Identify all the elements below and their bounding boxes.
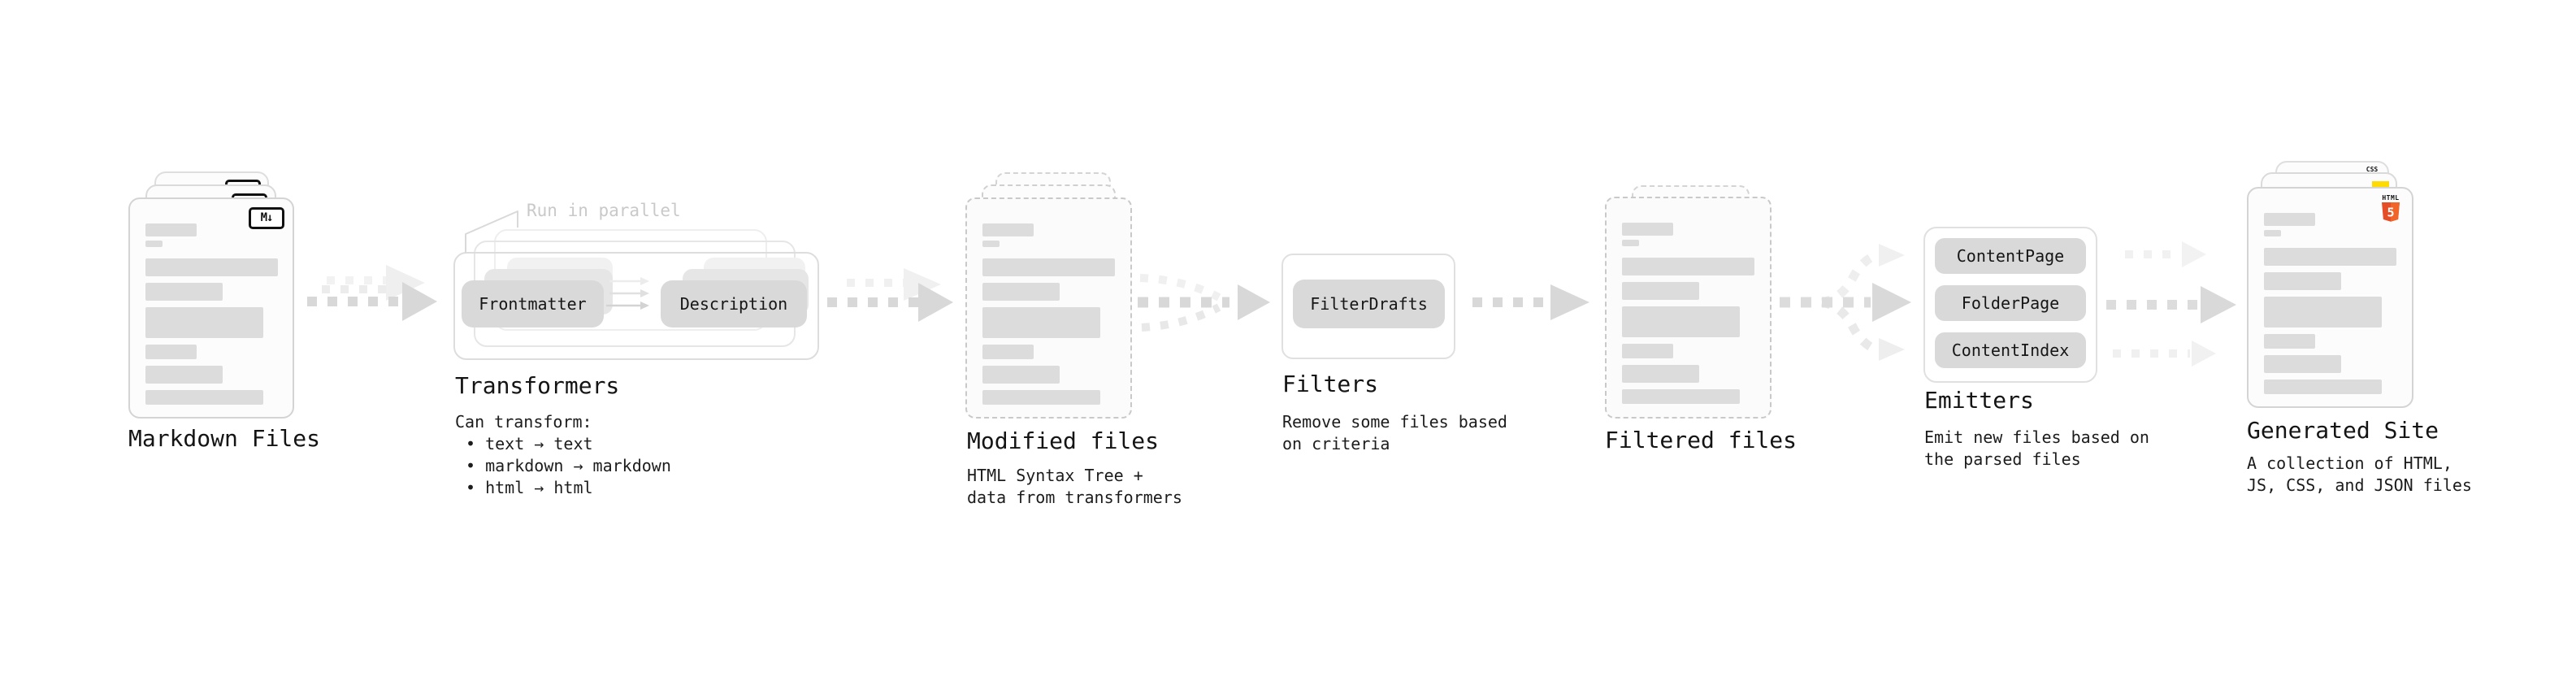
- frontmatter-box: Frontmatter: [462, 280, 604, 327]
- text-line-bar: [1622, 344, 1673, 358]
- arrow-emitters-to-generated-icon: [2106, 241, 2236, 367]
- document-text-lines: [982, 223, 1115, 405]
- stage-label-modified-files: Modified files: [967, 427, 1160, 454]
- text-line-bar: [2264, 230, 2281, 236]
- stage-label-markdown-files: Markdown Files: [128, 425, 321, 452]
- text-line-bar: [1622, 365, 1699, 383]
- emitters-description: Emit new files based on the parsed files: [1924, 427, 2149, 469]
- transform-step-arrows-icon: [606, 277, 649, 310]
- transformers-desc-title: Can transform:: [455, 412, 592, 432]
- text-line-bar: [1622, 258, 1754, 275]
- document-text-lines: [1622, 223, 1754, 404]
- transformers-bullet: • markdown → markdown: [466, 456, 671, 475]
- transformers-frame-front: [453, 252, 819, 360]
- html5-icon: HTML 5: [2380, 194, 2401, 223]
- text-line-bar: [2264, 380, 2382, 394]
- text-line-bar: [2264, 213, 2315, 226]
- stage-label-filters: Filters: [1282, 371, 1379, 397]
- generated-file-html: HTML 5: [2247, 187, 2413, 408]
- arrow-markdown-to-transformers-icon: [307, 265, 437, 321]
- transformers-bullet: • text → text: [466, 434, 593, 453]
- text-line-bar: [145, 223, 197, 236]
- text-line-bar: [982, 283, 1060, 301]
- transformers-bullet: • html → html: [466, 478, 593, 497]
- text-line-bar: [1622, 306, 1740, 337]
- text-line-bar: [982, 223, 1034, 236]
- arrow-filtered-to-emitters-icon: [1780, 244, 1911, 361]
- text-line-bar: [982, 307, 1100, 338]
- run-in-parallel-label: Run in parallel: [527, 201, 681, 220]
- arrow-modified-to-filters-icon: [1138, 274, 1270, 332]
- text-line-bar: [145, 283, 223, 301]
- markdown-file-front: M↓: [128, 197, 294, 419]
- modified-files-description: HTML Syntax Tree + data from transformer…: [967, 466, 1182, 507]
- run-in-parallel-callout-line: [465, 210, 518, 254]
- text-line-bar: [145, 241, 163, 247]
- text-line-bar: [145, 307, 263, 338]
- arrow-transformers-to-modified-icon: [827, 268, 953, 322]
- text-line-bar: [1622, 223, 1673, 236]
- text-line-bar: [145, 345, 197, 359]
- modified-file-front: [965, 197, 1132, 419]
- text-line-bar: [145, 390, 263, 405]
- text-line-bar: [982, 345, 1034, 359]
- text-line-bar: [982, 390, 1100, 405]
- description-box: Description: [661, 280, 807, 327]
- text-line-bar: [2264, 334, 2315, 349]
- document-text-lines: [2264, 213, 2396, 394]
- stage-label-transformers: Transformers: [455, 372, 620, 399]
- contentindex-box: ContentIndex: [1935, 332, 2086, 368]
- text-line-bar: [1622, 240, 1639, 246]
- stage-label-generated-site: Generated Site: [2247, 417, 2439, 444]
- text-line-bar: [145, 258, 278, 276]
- text-line-bar: [982, 366, 1060, 384]
- text-line-bar: [2264, 297, 2382, 327]
- folderpage-box: FolderPage: [1935, 285, 2086, 321]
- text-line-bar: [982, 258, 1115, 276]
- stage-label-emitters: Emitters: [1924, 387, 2034, 414]
- text-line-bar: [145, 366, 223, 384]
- filtered-file-front: [1605, 197, 1772, 419]
- text-line-bar: [982, 241, 1000, 247]
- generated-site-description: A collection of HTML, JS, CSS, and JSON …: [2247, 453, 2472, 495]
- transformers-description: Can transform: • text → text • markdown …: [455, 411, 671, 499]
- markdown-icon: M↓: [249, 207, 284, 229]
- text-line-bar: [1622, 282, 1699, 300]
- text-line-bar: [1622, 389, 1740, 404]
- document-text-lines: [145, 223, 278, 405]
- filterdrafts-box: FilterDrafts: [1293, 280, 1445, 328]
- arrow-filters-to-filtered-icon: [1472, 284, 1589, 320]
- text-line-bar: [2264, 355, 2341, 373]
- contentpage-box: ContentPage: [1935, 238, 2086, 274]
- svg-text:5: 5: [2387, 206, 2394, 220]
- text-line-bar: [2264, 272, 2341, 290]
- stage-label-filtered-files: Filtered files: [1605, 427, 1798, 453]
- js-icon: [2372, 181, 2389, 190]
- text-line-bar: [2264, 248, 2396, 266]
- filters-description: Remove some files based on criteria: [1282, 412, 1507, 453]
